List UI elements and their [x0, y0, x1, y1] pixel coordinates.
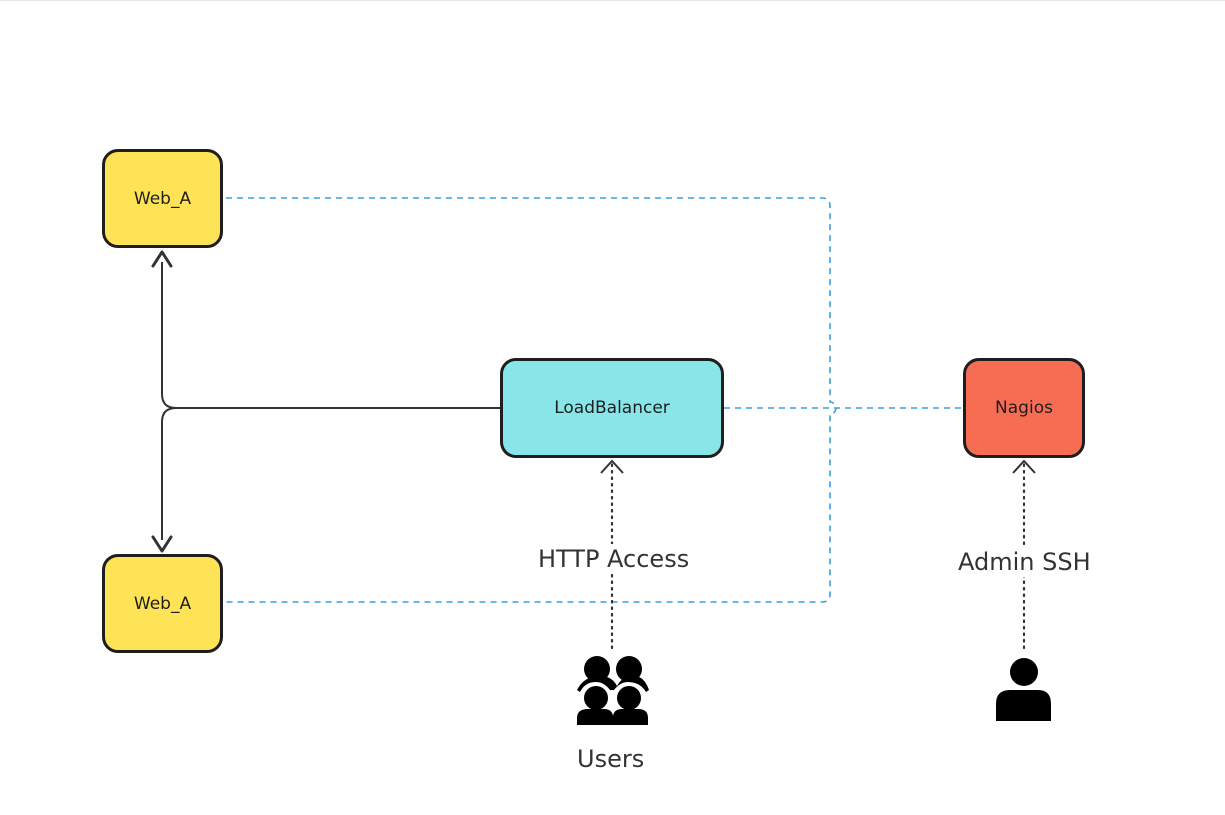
load-balancer-node[interactable]: LoadBalancer [500, 358, 724, 458]
web-a-top-label: Web_A [133, 188, 192, 209]
open-arrow-up-icon [1012, 459, 1036, 474]
lb-to-web-connector [161, 262, 500, 540]
users-label: Users [577, 745, 645, 773]
arrowhead-down-icon [151, 535, 173, 553]
web-a-top-node[interactable]: Web_A [102, 149, 223, 248]
admin-ssh-label[interactable]: Admin SSH [956, 547, 1093, 577]
nagios-node[interactable]: Nagios [963, 358, 1085, 458]
web-a-bottom-node[interactable]: Web_A [102, 554, 223, 653]
http-access-label[interactable]: HTTP Access [536, 544, 692, 574]
web-a-bottom-label: Web_A [133, 593, 192, 614]
nagios-label: Nagios [995, 398, 1053, 418]
open-arrow-up-icon [600, 459, 624, 474]
load-balancer-label: LoadBalancer [554, 398, 670, 418]
arrowhead-up-icon [151, 250, 173, 268]
person-icon [996, 658, 1051, 721]
users-group-icon [577, 656, 649, 725]
canvas-top-border [0, 0, 1225, 1]
